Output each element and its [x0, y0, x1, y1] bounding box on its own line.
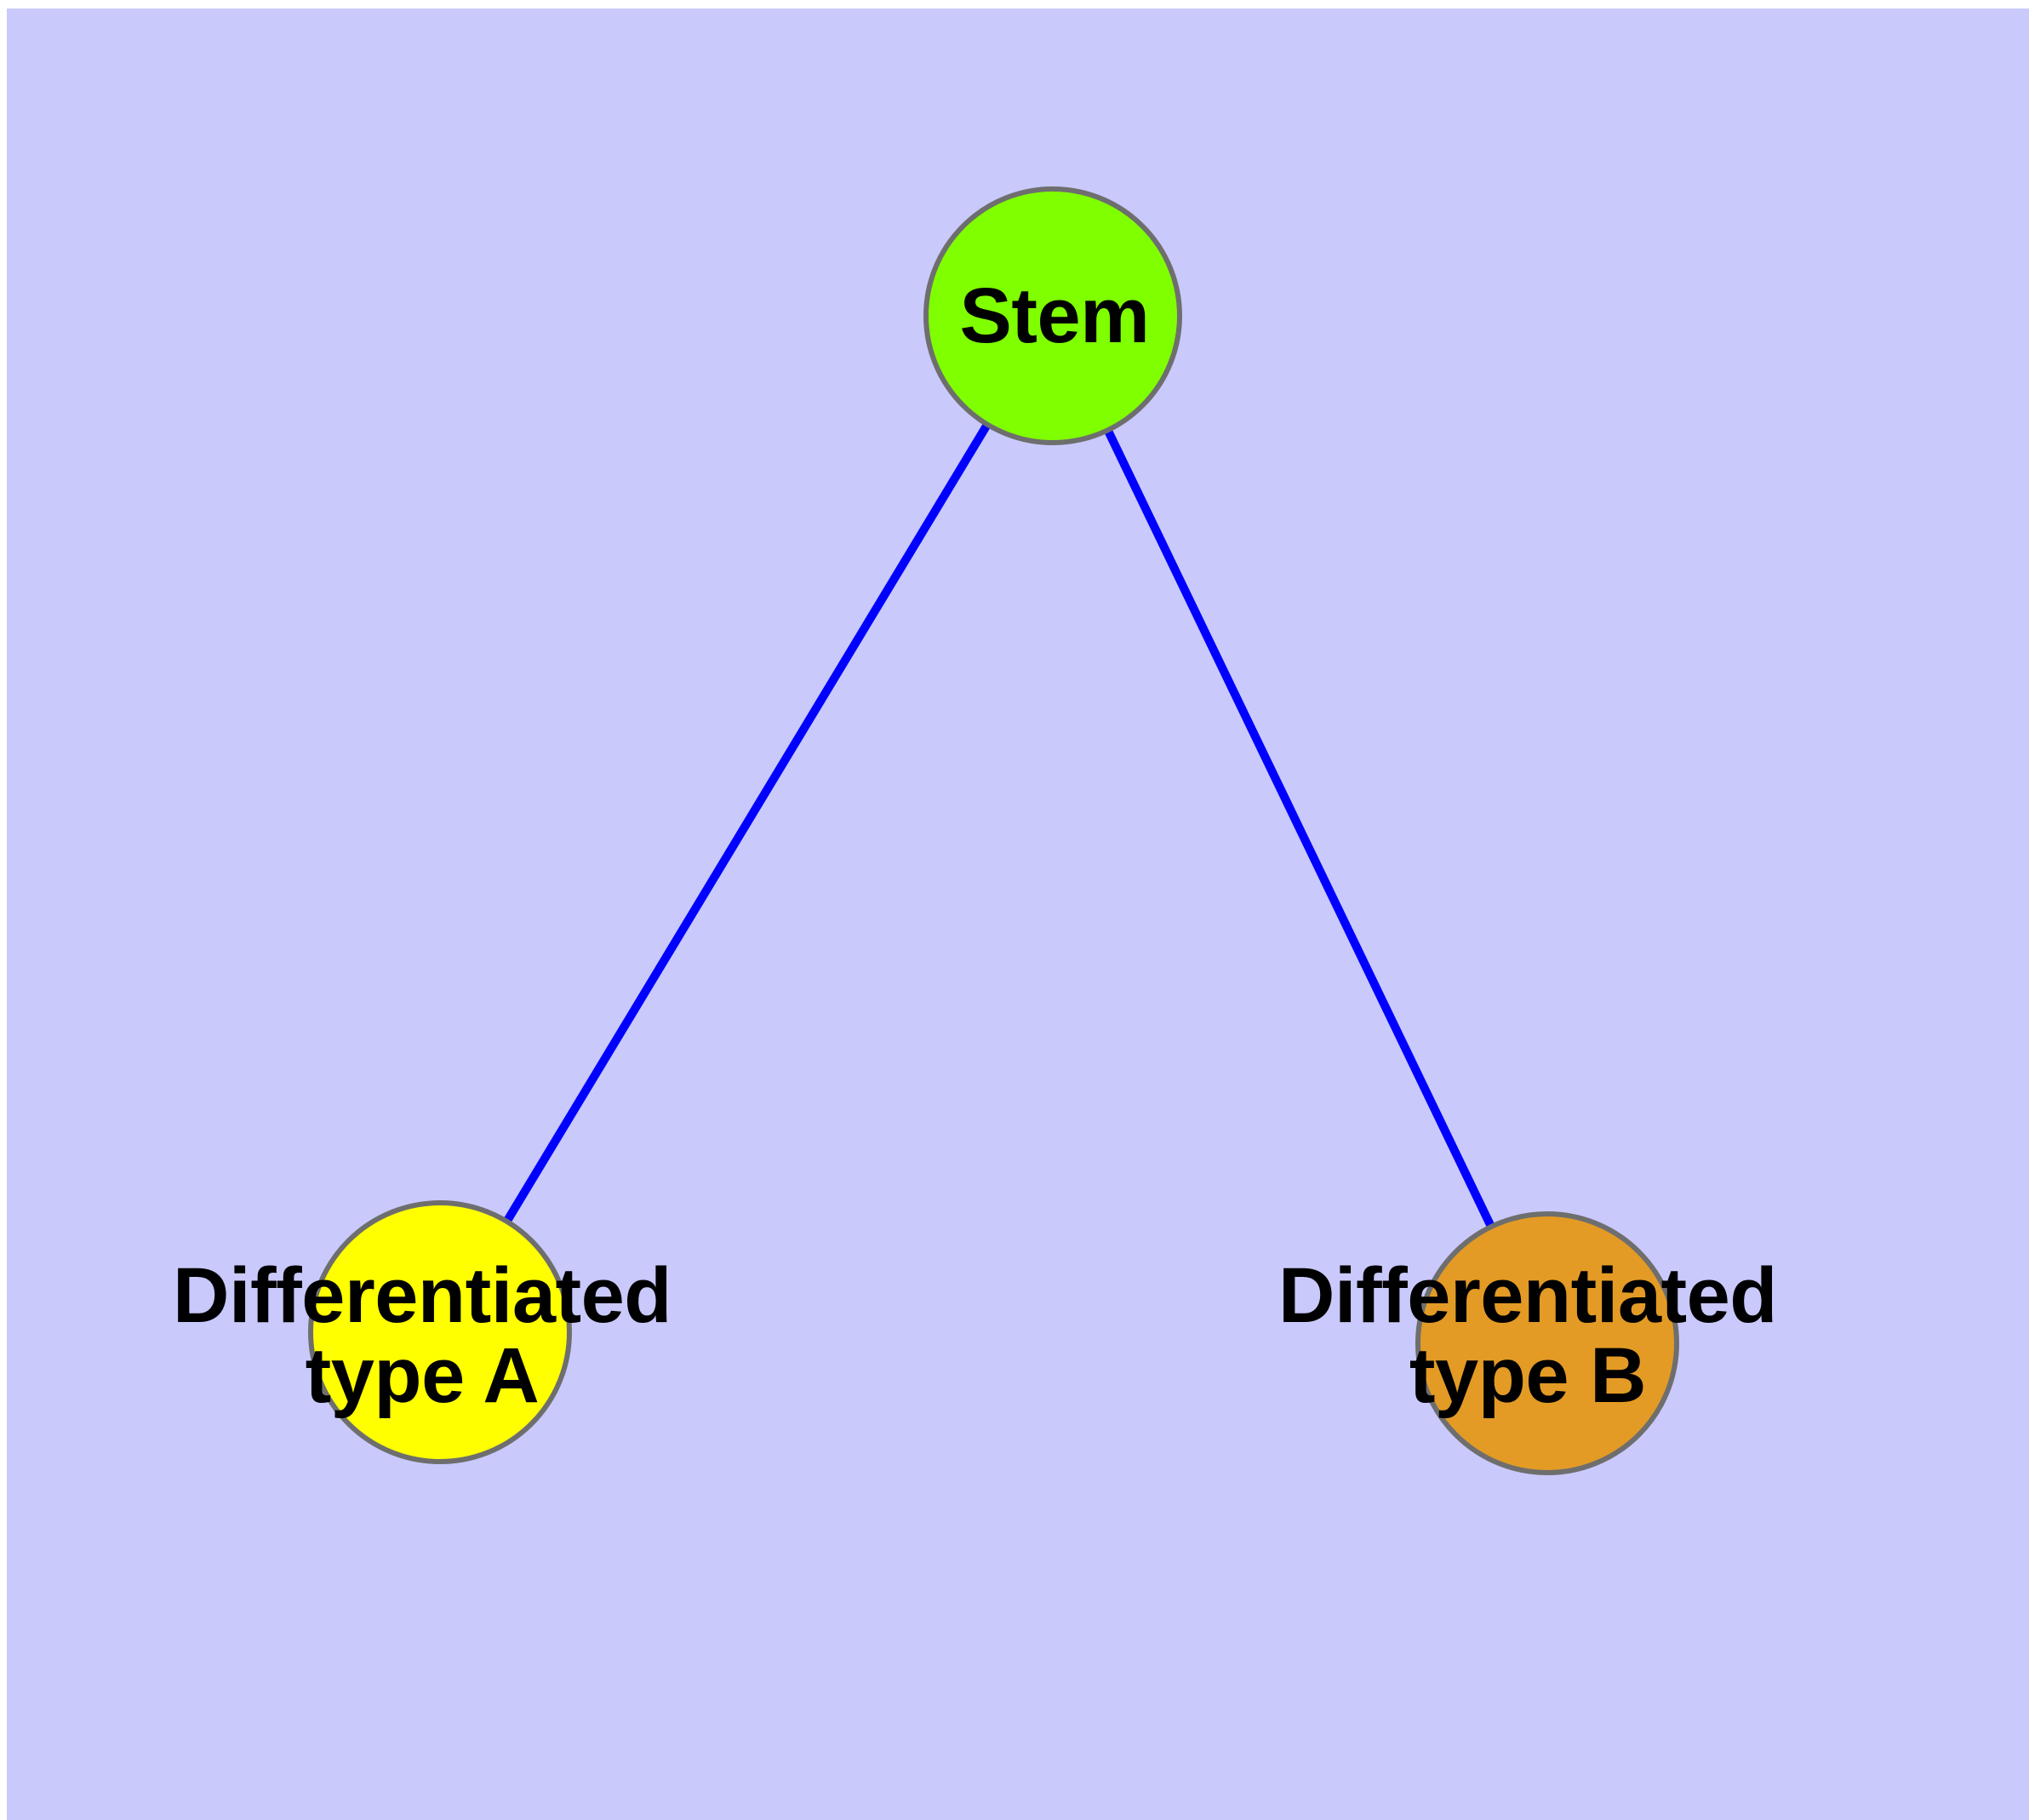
graph-edge-stem-diff_a[interactable] [436, 313, 1057, 1335]
graph-node-diff_a[interactable] [308, 1200, 572, 1464]
graph-edge-stem-diff_b[interactable] [1049, 313, 1552, 1346]
graph-node-stem[interactable] [923, 186, 1182, 445]
edge-layer [436, 313, 1552, 1346]
graph-node-diff_b[interactable] [1415, 1211, 1679, 1475]
node-layer [308, 186, 1679, 1475]
